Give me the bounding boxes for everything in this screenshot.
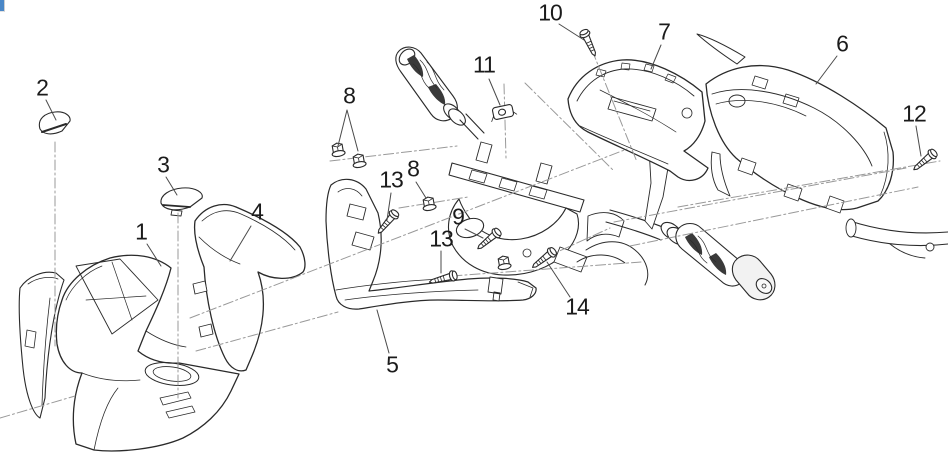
part-7-instrument-cover <box>567 59 709 230</box>
callout-12: 12 <box>902 100 927 127</box>
callout-leader-lines <box>45 23 922 354</box>
callout-13b: 13 <box>429 225 454 252</box>
cropped-corner-icon <box>0 0 5 12</box>
callout-1: 1 <box>135 218 148 245</box>
nut-8-second <box>350 152 368 169</box>
callout-6: 6 <box>836 30 849 57</box>
screw-10 <box>577 27 601 59</box>
callout-2: 2 <box>36 74 49 101</box>
alignment-guide-lines <box>0 49 941 419</box>
callout-5: 5 <box>386 351 399 378</box>
callout-13a: 13 <box>379 166 404 193</box>
callout-10: 10 <box>538 0 563 26</box>
part-2-cap <box>38 111 71 135</box>
callout-4: 4 <box>251 198 264 225</box>
callout-8a: 8 <box>343 82 356 109</box>
callout-8b: 8 <box>407 155 420 182</box>
nut-8-third <box>420 195 438 212</box>
callout-7: 7 <box>658 18 671 45</box>
callout-14: 14 <box>565 293 590 320</box>
part-3-cap <box>160 187 203 217</box>
part-1-front-cover <box>18 254 240 452</box>
screw-12 <box>909 146 940 175</box>
part-6-rear-cover <box>696 33 895 214</box>
callout-11: 11 <box>473 51 496 78</box>
part-4-front-shield <box>192 203 306 372</box>
callout-9: 9 <box>452 203 465 230</box>
clip-11 <box>488 102 518 123</box>
callout-3: 3 <box>157 151 170 178</box>
part-5-lower-cover <box>325 178 537 310</box>
